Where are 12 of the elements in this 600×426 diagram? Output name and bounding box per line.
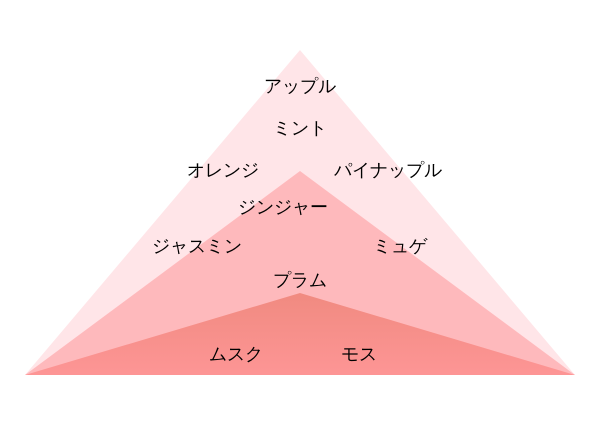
pyramid-tier	[25, 293, 575, 375]
note-label: オレンジ	[187, 162, 259, 180]
note-label: ジンジャー	[238, 199, 328, 217]
note-label: ムスク	[209, 346, 263, 364]
note-label: プラム	[273, 272, 327, 290]
note-label: パイナップル	[334, 162, 442, 180]
note-label: ミュゲ	[373, 238, 427, 256]
pyramid-tier	[25, 50, 575, 375]
note-label: ミント	[273, 120, 327, 138]
note-label: ジャスミン	[152, 238, 242, 256]
note-label: アップル	[264, 78, 336, 96]
note-label: モス	[341, 346, 377, 364]
